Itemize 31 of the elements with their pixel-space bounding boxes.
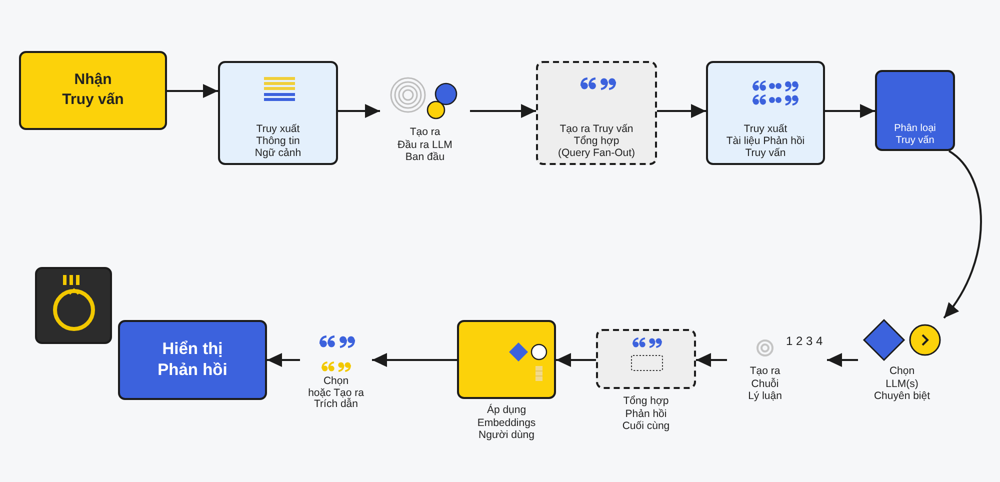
node-label: Nhận Truy vấn [62,70,124,109]
node-label: Chọn LLM(s) Chuyên biệt [874,365,930,403]
arrow [470,104,536,118]
arrow [825,104,875,118]
arrow [338,104,380,118]
process-box [118,320,267,400]
node-label: Tạo ra Chuỗi Lý luận [748,365,782,403]
arrow [267,353,300,367]
node-label: Truy xuất Tài liệu Phản hồi Truy vấn [726,123,805,160]
node-label: Chọn hoặc Tạo ra Trích dẫn [308,376,364,411]
process-box [706,61,825,165]
arrow [167,84,218,98]
arrow [827,353,858,367]
node-label: Tổng hợp Phản hồi Cuối cùng [622,395,670,433]
node-label: Hiển thị Phản hồi [158,339,228,382]
arrow [372,353,457,367]
process-box [19,51,167,130]
node-label: Phân loại Truy vấn [894,123,936,147]
ring-icon [35,267,112,344]
process-box [218,61,338,165]
arrow [696,353,727,367]
curved-arrow [943,150,982,319]
node-label: Truy xuất Thông tin Ngữ cảnh [254,123,302,160]
process-box [875,70,955,151]
node-label: Tạo ra Đầu ra LLM Ban đầu [398,126,452,164]
arrow [556,353,596,367]
node-label: Áp dụng Embeddings Người dùng [477,404,536,442]
node-label: Tạo ra Truy vấn Tổng hợp (Query Fan-Out) [558,123,636,160]
step-numbers: 1 2 3 4 [786,334,823,348]
arrow [657,104,706,118]
dashed-process-box [536,61,657,165]
